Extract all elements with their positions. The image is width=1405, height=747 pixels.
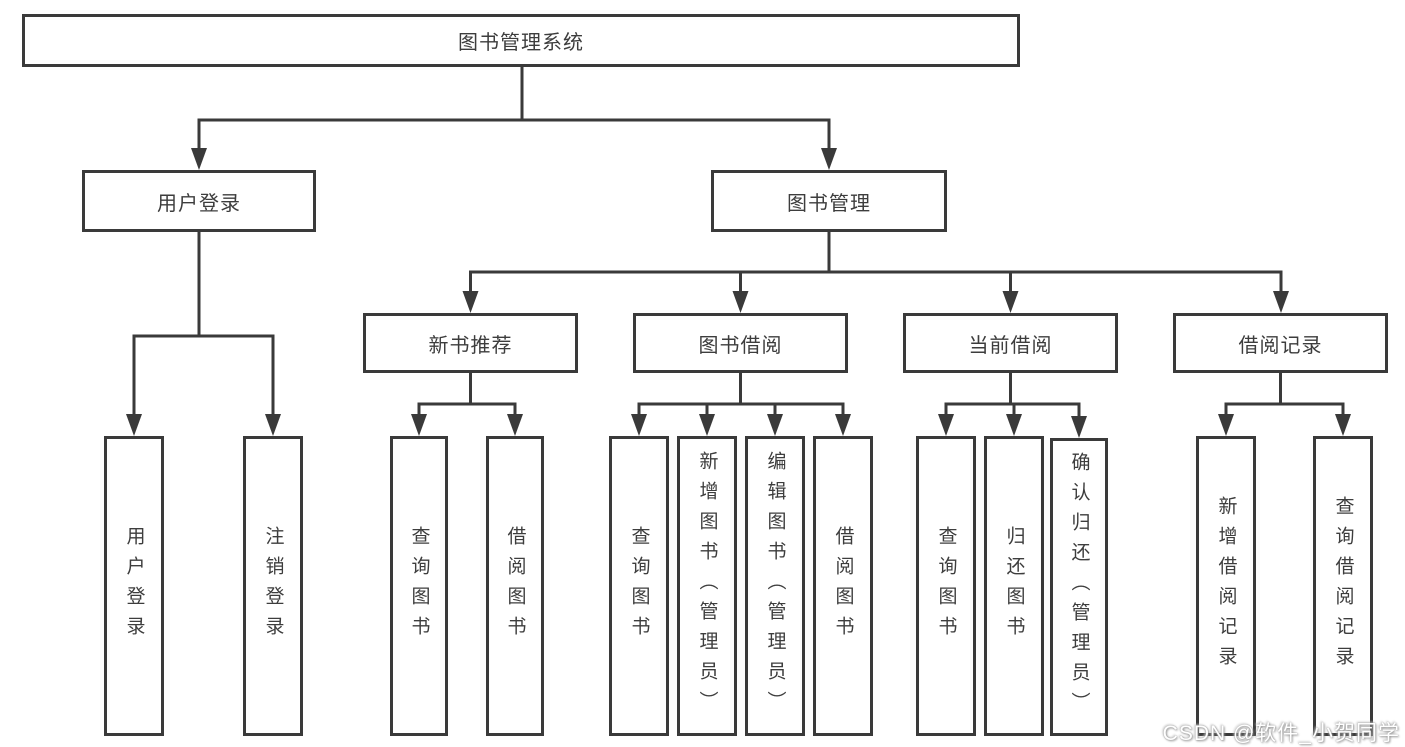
leaf-current-return-book: 归还图书 (984, 436, 1044, 736)
leaf-current-confirm-return: 确认归还（管理员） (1050, 438, 1108, 736)
leaf-borrow-add-book: 新增图书（管理员） (677, 436, 737, 736)
node-new-book-recommend: 新书推荐 (363, 313, 578, 373)
leaf-records-search-record: 查询借阅记录 (1313, 436, 1373, 736)
leaf-recommend-search-book: 查询图书 (390, 436, 448, 736)
leaf-user-login: 用户登录 (104, 436, 164, 736)
node-book-borrow: 图书借阅 (633, 313, 848, 373)
leaf-recommend-borrow-book: 借阅图书 (486, 436, 544, 736)
node-borrow-records: 借阅记录 (1173, 313, 1388, 373)
leaf-borrow-edit-book: 编辑图书（管理员） (745, 436, 805, 736)
node-current-borrow: 当前借阅 (903, 313, 1118, 373)
leaf-borrow-search-book: 查询图书 (609, 436, 669, 736)
leaf-records-add-record: 新增借阅记录 (1196, 436, 1256, 736)
leaf-borrow-borrow-book: 借阅图书 (813, 436, 873, 736)
node-user-login: 用户登录 (82, 170, 316, 232)
node-book-management: 图书管理 (711, 170, 947, 232)
leaf-logout: 注销登录 (243, 436, 303, 736)
leaf-current-search-book: 查询图书 (916, 436, 976, 736)
node-root: 图书管理系统 (22, 14, 1020, 67)
csdn-watermark: CSDN @软件_小贺同学 (1162, 722, 1400, 745)
